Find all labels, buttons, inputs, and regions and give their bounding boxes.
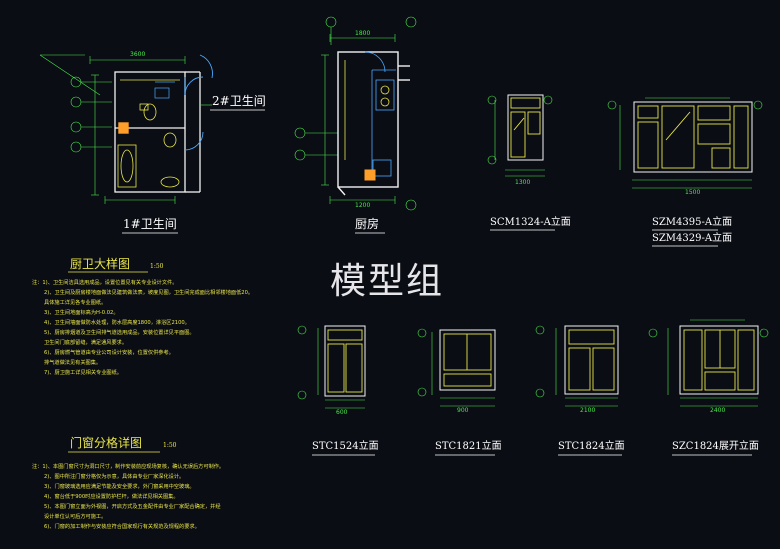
scm1324-elevation [487,94,555,231]
bathroom2-title: 2#卫生间 [212,94,266,108]
szm4395-title: SZM4395-A立面 [652,217,733,228]
note-line: 注：1)、本图门窗尺寸为洞口尺寸，制作安装前应现场复核，确认无误后方可制作。 [32,464,225,470]
note-line: 4)、窗台低于900时应设置防护栏杆，做法详见相关图集。 [44,494,179,500]
note-line: 排气道做法见有关图集。 [44,360,102,366]
note-line: 6)、厨房燃气管道由专业公司设计安装，位置仅供参考。 [44,350,174,356]
note-line: 6)、门窗的加工制作与安装应符合国家现行有关规范及规程的要求。 [44,524,200,530]
stc1824-title: STC1824立面 [558,441,625,452]
section1-scale: 1:50 [150,263,164,270]
dim-text: 1800 [355,30,371,37]
section1-title: 厨卫大样图 [70,257,131,271]
dim-text: 2400 [710,407,726,414]
section2-scale: 1:50 [163,442,177,449]
scm1324-title: SCM1324-A立面 [490,217,571,228]
szc1824-elevation [648,319,769,456]
stc1821-title: STC1821立面 [435,441,502,452]
note-line: 3)、门窗玻璃选用应满足节能及安全要求，外门窗采用中空玻璃。 [44,484,195,490]
bathroom1-title: 1#卫生间 [123,217,177,231]
dim-text: 600 [336,409,348,416]
dim-text: 1200 [355,202,371,209]
note-line: 具体施工详见各专业图纸。 [44,300,107,306]
note-line: 卫生间门底部留缝，满足通风要求。 [44,340,128,346]
note-line: 3)、卫生间地面标高为H-0.02。 [44,310,119,316]
dim-text: 2100 [580,407,596,414]
note-line: 5)、厨房排烟道及卫生间排气道选用成品，安装位置详见平面图。 [44,330,195,336]
note-line: 2)、卫生间及厨房楼地面做法见建筑做法表，坡度见图，卫生间完成面比相邻楼地面低2… [44,290,254,296]
stc1821-elevation [417,328,496,456]
dim-text: 1300 [515,179,531,186]
bathroom-plan [39,54,265,234]
szc1824-title: SZC1824展开立面 [672,441,759,452]
section1-notes: 注：1)、卫生间洁具选用成品，设置位置见有关专业设计文件。 2)、卫生间及厨房楼… [32,278,253,378]
stc1524-title: STC1524立面 [312,441,379,452]
section2-notes: 注：1)、本图门窗尺寸为洞口尺寸，制作安装前应现场复核，确认无误后方可制作。 2… [32,462,224,532]
watermark: 模型组 [330,261,445,302]
kitchen-title: 厨房 [355,217,380,231]
note-line: 设计单位认可后方可施工。 [44,514,107,520]
dim-text: 3600 [130,51,146,58]
kitchen-plan [294,16,417,234]
dim-text: 900 [457,407,469,414]
section2-title: 门窗分格详图 [70,436,143,450]
stc1824-elevation [535,325,622,456]
note-line: 2)、图中所注门窗分格仅为示意，具体由专业厂家深化设计。 [44,474,185,480]
note-line: 5)、本图门窗立面为外视图，开启方式及五金配件由专业厂家配合确定，并经 [44,504,221,510]
note-line: 4)、卫生间墙面做防水处理，防水层高度1800，淋浴区2100。 [44,320,190,326]
note-line: 注：1)、卫生间洁具选用成品，设置位置见有关专业设计文件。 [32,280,178,286]
szm4329-title: SZM4329-A立面 [652,233,733,244]
note-line: 7)、厨卫施工详见相关专业图纸。 [44,370,122,376]
dim-text: 1500 [685,189,701,196]
stc1524-elevation [297,325,375,456]
szm4395-elevation [607,97,763,247]
